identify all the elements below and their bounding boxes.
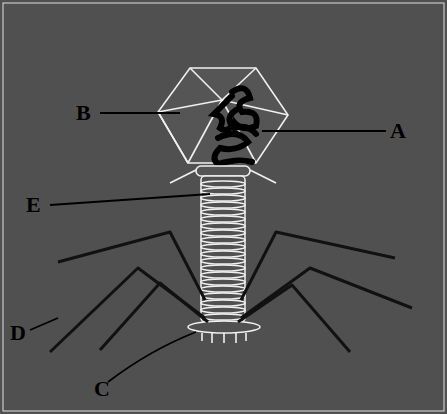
sheath-ring [201,272,245,278]
sheath-ring [201,188,245,194]
capsid-head [158,68,288,163]
part-label: C [94,378,110,400]
sheath-ring [201,244,245,250]
sheath-ring [201,258,245,264]
baseplate [188,321,260,343]
sheath-ring [201,223,245,229]
leader-lines [30,113,386,382]
sheath-ring [201,202,245,208]
sheath-ring [201,307,245,313]
sheath-ring [201,237,245,243]
sheath-ring [201,181,245,187]
sheath-ring [201,286,245,292]
sheath-ring [201,293,245,299]
sheath-ring [201,314,245,320]
sheath-ring [201,216,245,222]
part-label: B [76,102,91,124]
sheath-ring [201,230,245,236]
tail-sheath [201,176,245,322]
tail-fibers [50,232,412,352]
frame [3,3,444,411]
part-label: D [10,322,26,344]
part-label: A [390,120,406,142]
dna-core [214,88,257,164]
sheath-ring [201,209,245,215]
part-label: E [26,194,41,216]
sheath-ring [201,279,245,285]
sheath-ring [201,251,245,257]
sheath-ring [201,195,245,201]
sheath-ring [201,300,245,306]
sheath-ring [201,265,245,271]
